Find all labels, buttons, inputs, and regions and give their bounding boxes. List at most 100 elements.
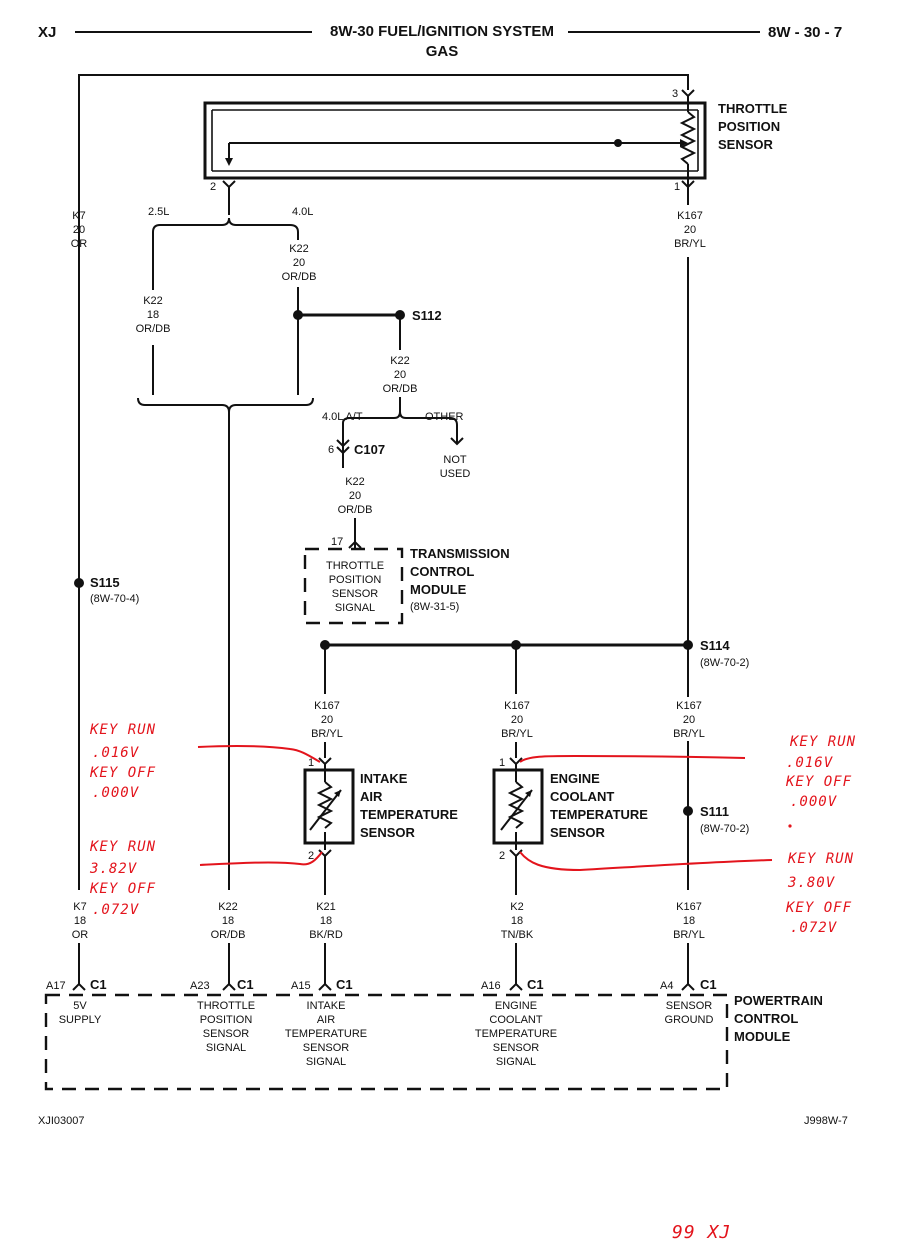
k21-label-2: 18 (320, 915, 332, 927)
s115-label: S115 (90, 575, 120, 590)
tcm-ref: (8W-31-5) (410, 601, 459, 613)
k22-bottom-label-2: 18 (222, 915, 234, 927)
footer-right: J998W-7 (804, 1115, 848, 1127)
pcm-label-1: POWERTRAIN (734, 993, 823, 1008)
k22-c107-label-1: K22 (345, 476, 365, 488)
k7-bottom-label-3: OR (72, 929, 89, 941)
iat-thermistor-icon (316, 781, 334, 829)
pcm-pin-a17: A17 (46, 980, 66, 992)
engine-split-bracket (152, 217, 299, 233)
tcm-label-3: MODULE (410, 582, 467, 597)
k7-top-label-3: OR (71, 238, 88, 250)
tcm-box (303, 547, 404, 625)
pcm-a23-line-1: THROTTLE (197, 1000, 255, 1012)
header-left: XJ (38, 24, 56, 41)
tps-label-1: THROTTLE (718, 101, 788, 116)
note-right-bottom-3: KEY OFF (785, 900, 852, 916)
pcm-a15-line-2: AIR (317, 1014, 335, 1026)
note-right-bottom-2: 3.80V (787, 875, 836, 891)
ect-pin-1: 1 (499, 757, 505, 769)
ect-label-3: TEMPERATURE (550, 807, 648, 822)
s111-splice (683, 806, 693, 816)
pcm-a16-line-5: SIGNAL (496, 1056, 536, 1068)
tcm-branch (342, 411, 458, 444)
k22-40-label-2: 20 (293, 257, 305, 269)
annotation-line-right-top (519, 754, 746, 763)
annotation-line-right-bottom (519, 851, 773, 872)
iat-pin-2: 2 (308, 850, 314, 862)
k22-bottom-label-3: OR/DB (211, 929, 246, 941)
note-left-bottom-2: 3.82V (89, 861, 138, 877)
pcm-c1-a4: C1 (700, 977, 717, 992)
tcm-signal-3: SENSOR (332, 588, 379, 600)
page-subtitle: GAS (426, 43, 459, 60)
k2-label-2: 18 (511, 915, 523, 927)
tcm-pin: 17 (331, 536, 343, 548)
pcm-a4-line-1: SENSOR (666, 1000, 713, 1012)
k22-s112-label-1: K22 (390, 355, 410, 367)
branch-4-0l-at: 4.0L A/T (322, 411, 363, 423)
k2-label-3: TN/BK (501, 929, 534, 941)
note-left-top-4: .000V (92, 785, 140, 801)
c107-connector-icon (336, 439, 350, 448)
k22-s112-label-3: OR/DB (383, 383, 418, 395)
pcm-a17-connector-icon (72, 982, 86, 991)
iat-connector-1-icon (318, 757, 332, 766)
k167-s114-label-3: BR/YL (673, 728, 705, 740)
pcm-a16-line-2: COOLANT (489, 1014, 542, 1026)
k167-bottom-label-2: 18 (683, 915, 695, 927)
tps-pin-1: 1 (674, 181, 680, 193)
note-left-bottom-1: KEY RUN (89, 839, 156, 855)
tps-connector-3-icon (681, 89, 695, 98)
k22-bottom-label-1: K22 (218, 901, 238, 913)
ect-label-2: COOLANT (550, 789, 614, 804)
pcm-c1-a15: C1 (336, 977, 353, 992)
annotation-line-left-top (197, 744, 321, 763)
note-right-bottom-4: .072V (790, 920, 838, 936)
k167-top-label-1: K167 (677, 210, 703, 222)
ect-label-4: SENSOR (550, 825, 606, 840)
ect-label-1: ENGINE (550, 771, 600, 786)
iat-label-4: SENSOR (360, 825, 416, 840)
page-number: 8W - 30 - 7 (768, 24, 842, 41)
k7-bottom-label-2: 18 (74, 915, 86, 927)
k7-bottom-label-1: K7 (73, 901, 86, 913)
s115-ref: (8W-70-4) (90, 593, 139, 605)
tps-label-2: POSITION (718, 119, 780, 134)
throttle-position-sensor (203, 96, 707, 190)
s112-label: S112 (412, 308, 442, 323)
not-used-1: NOT (443, 454, 467, 466)
k167-ect-label-1: K167 (504, 700, 530, 712)
k22-c107-label-2: 20 (349, 490, 361, 502)
k21-label-1: K21 (316, 901, 336, 913)
k167-bottom-label-3: BR/YL (673, 929, 705, 941)
pcm-a15-line-4: SENSOR (303, 1042, 350, 1054)
wire-k7 (78, 74, 689, 890)
iat-label-1: INTAKE (360, 771, 408, 786)
tcm-signal-2: POSITION (329, 574, 382, 586)
pcm-a15-line-1: INTAKE (307, 1000, 346, 1012)
tcm-signal-4: SIGNAL (335, 602, 375, 614)
c107-label: C107 (354, 442, 385, 457)
pcm-a15-line-5: SIGNAL (306, 1056, 346, 1068)
k167-iat-label-2: 20 (321, 714, 333, 726)
k22-25-label-3: OR/DB (136, 323, 171, 335)
pcm-a16-line-3: TEMPERATURE (475, 1028, 557, 1040)
tps-connector-2-icon (222, 180, 236, 189)
split-4-0l: 4.0L (292, 206, 313, 218)
k21-label-3: BK/RD (309, 929, 343, 941)
footer-left: XJI03007 (38, 1115, 84, 1127)
s114-label: S114 (700, 638, 730, 653)
k22-25-label-1: K22 (143, 295, 163, 307)
pcm-box (44, 993, 729, 1091)
c107-pin: 6 (328, 444, 334, 456)
tcm-signal-1: THROTTLE (326, 560, 384, 572)
k167-s114-label-2: 20 (683, 714, 695, 726)
pcm-a23-connector-icon (222, 982, 236, 991)
pcm-a4-connector-icon (681, 982, 695, 991)
pcm-a16-connector-icon (509, 982, 523, 991)
note-left-top-3: KEY OFF (89, 765, 156, 781)
k22-c107-label-3: OR/DB (338, 504, 373, 516)
k167-top-label-2: 20 (684, 224, 696, 236)
s115-splice (74, 578, 84, 588)
